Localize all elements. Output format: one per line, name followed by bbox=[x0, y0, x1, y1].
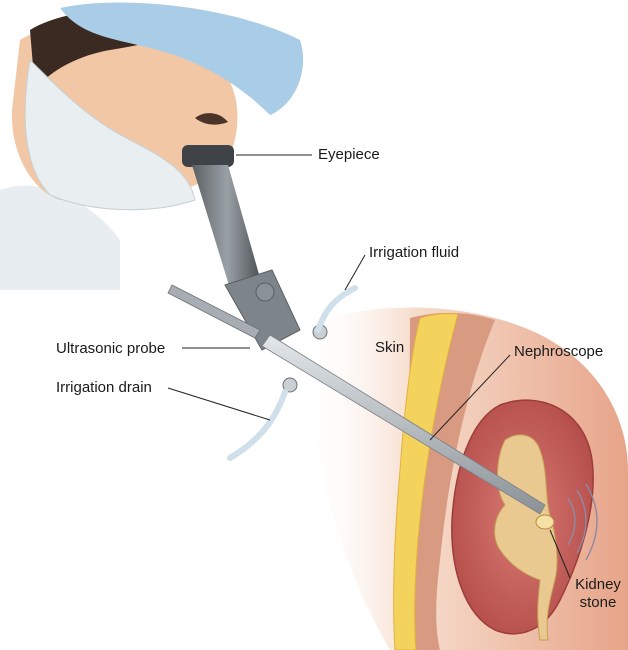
leader-kidney-stone bbox=[549, 529, 571, 579]
scope-body bbox=[224, 269, 301, 351]
fat-layer bbox=[393, 313, 459, 650]
leader-irrigation-drain bbox=[167, 387, 271, 421]
valve-knob-bottom bbox=[282, 377, 298, 393]
label-eyepiece: Eyepiece bbox=[318, 146, 380, 163]
label-irrigation-fluid: Irrigation fluid bbox=[369, 244, 460, 261]
ultrasound-waves bbox=[567, 483, 598, 561]
leader-irrigation-fluid bbox=[344, 254, 366, 291]
surgeon-mask bbox=[24, 58, 196, 211]
kidney-stone-mark bbox=[535, 514, 555, 530]
label-kidney-stone-line1: Kidney bbox=[575, 576, 621, 593]
nephroscope-instrument bbox=[167, 145, 546, 515]
surgeon-shoulder bbox=[0, 185, 120, 290]
surgeon-figure bbox=[0, 2, 304, 290]
ultrasonic-probe-rod bbox=[167, 284, 261, 339]
scope-barrel bbox=[192, 165, 262, 295]
label-kidney-stone: Kidney stone bbox=[566, 576, 628, 612]
label-irrigation-drain: Irrigation drain bbox=[56, 379, 152, 396]
valve-knob-top bbox=[255, 282, 275, 302]
surgeon-eye bbox=[195, 113, 228, 125]
label-ultrasonic-probe: Ultrasonic probe bbox=[56, 340, 166, 357]
irrigation-drain-tube bbox=[227, 389, 288, 461]
label-kidney-stone-line2: stone bbox=[579, 594, 617, 611]
leader-nephroscope bbox=[429, 354, 511, 441]
label-nephroscope: Nephroscope bbox=[514, 343, 604, 360]
irrigation-fluid-tube bbox=[315, 285, 358, 333]
surgeon-cap bbox=[60, 2, 304, 115]
leader-lines bbox=[167, 154, 571, 579]
label-skin: Skin bbox=[375, 339, 405, 356]
eyepiece-cup bbox=[182, 145, 234, 167]
nephroscope-shaft bbox=[261, 334, 546, 515]
